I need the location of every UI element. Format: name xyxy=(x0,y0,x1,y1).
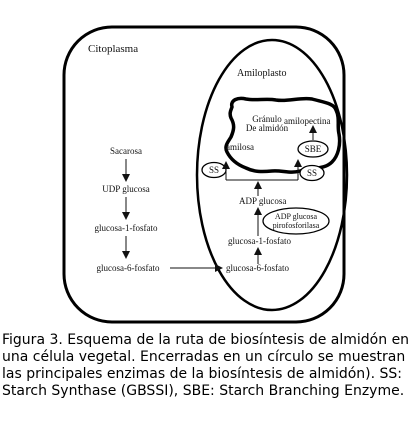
adp-glucose-label: ADP glucosa xyxy=(239,196,286,206)
amyloplast-outline xyxy=(195,38,349,312)
granule-label-line2: De almidón xyxy=(246,123,289,133)
ss-left-enzyme-label: SS xyxy=(209,165,219,175)
glucose6p-inner-label: glucosa-6-fosfato xyxy=(226,263,289,273)
granule-label-line1: Gránulo xyxy=(252,114,282,124)
starch-granule-outline xyxy=(224,96,342,174)
sbe-enzyme-circle xyxy=(297,140,329,158)
figure-caption: Figura 3. Esquema de la ruta de biosínte… xyxy=(2,332,410,399)
amylopectin-label: amilopectina xyxy=(284,116,330,126)
starch-pathway-diagram: Citoplasma Amiloplasto Gránulo De almidó… xyxy=(62,25,349,324)
cytoplasm-label: Citoplasma xyxy=(88,43,138,55)
glucose1p-outer-label: glucosa-1-fosfato xyxy=(95,223,158,233)
adp-pyrophosphorylase-label-line2: pirofosforilasa xyxy=(273,221,320,230)
sbe-enzyme-label: SBE xyxy=(305,144,322,154)
amylose-label: amilosa xyxy=(226,142,254,152)
udp-glucose-label: UDP glucosa xyxy=(102,184,149,194)
adp-pyrophosphorylase-circle xyxy=(262,207,330,235)
glucose1p-inner-label: glucosa-1-fosfato xyxy=(228,236,291,246)
sucrose-label: Sacarosa xyxy=(110,146,142,156)
amyloplast-label: Amiloplasto xyxy=(237,68,286,79)
adp-pyrophosphorylase-label-line1: ADP glucosa xyxy=(275,212,318,221)
ss-right-enzyme-label: SS xyxy=(307,168,317,178)
glucose6p-outer-label: glucosa-6-fosfato xyxy=(97,263,160,273)
ss-right-enzyme-circle xyxy=(299,164,325,182)
cell-outline xyxy=(62,25,346,324)
